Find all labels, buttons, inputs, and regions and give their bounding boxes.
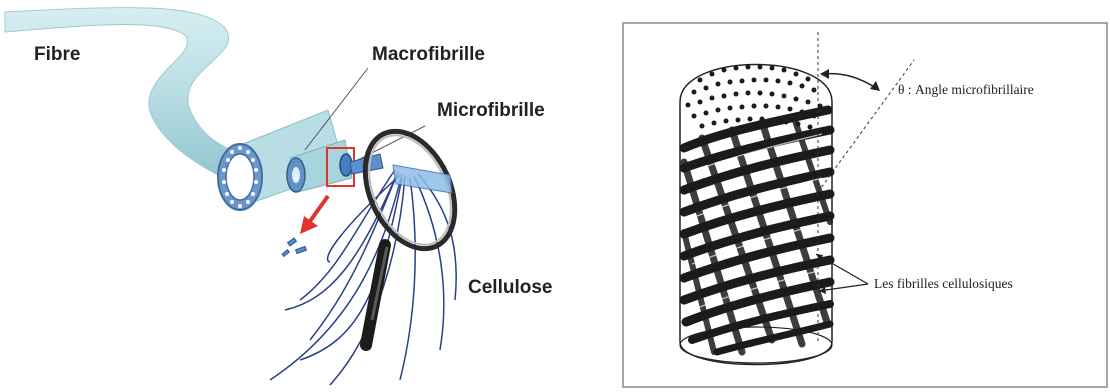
macrofibrille-label: Macrofibrille (372, 44, 485, 66)
microfibril-angle-panel: θ : Angle microfibrillaire Les fibrilles… (622, 22, 1108, 388)
microfibrille-label: Microfibrille (437, 100, 545, 122)
fibre-label: Fibre (34, 44, 80, 66)
fibre-hierarchy-illustration: Fibre Macrofibrille Microfibrille Cellul… (0, 0, 610, 392)
red-arrow (308, 196, 328, 224)
cellulose-label: Cellulose (468, 277, 552, 299)
fibril-fragments (282, 238, 306, 256)
microfibril-angle-drawing (622, 22, 1108, 388)
angle-label: θ : Angle microfibrillaire (898, 82, 1034, 98)
fibrils-label: Les fibrilles cellulosiques (874, 276, 1013, 292)
magnifying-glass-icon (348, 117, 473, 345)
fibre-body (5, 8, 250, 185)
fibre-hierarchy-drawing (0, 0, 610, 392)
cellulose-strands (270, 170, 456, 385)
